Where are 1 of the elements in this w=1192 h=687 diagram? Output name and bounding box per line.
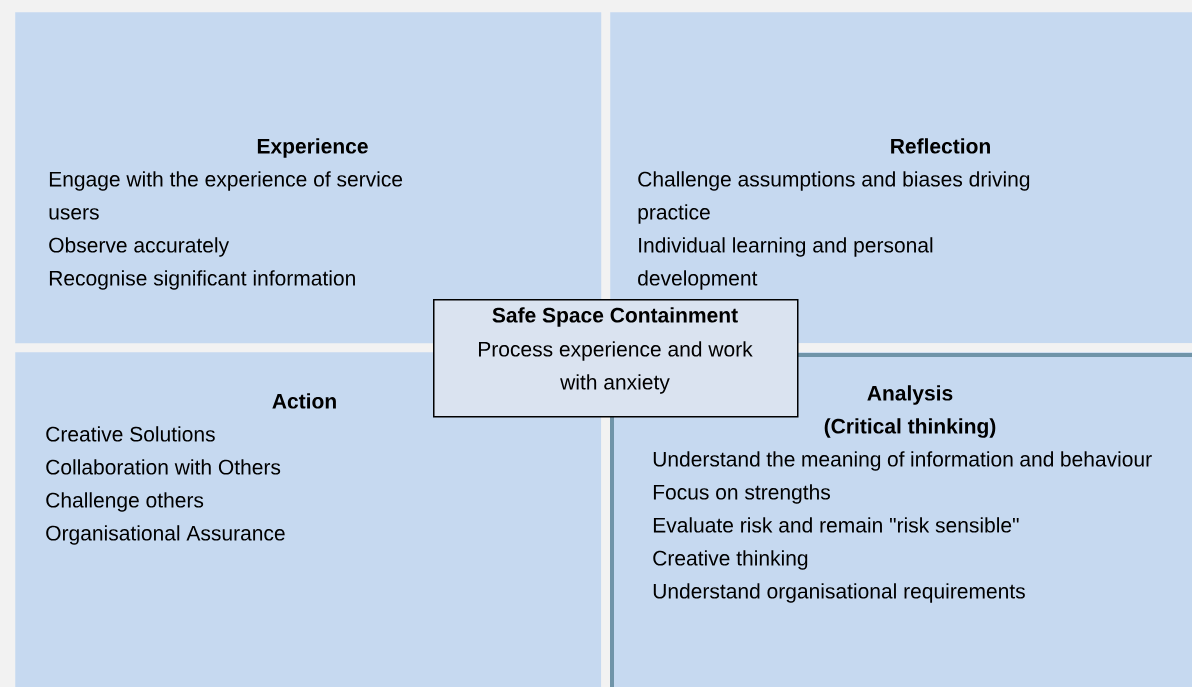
center-box: Safe Space Containment Process experience and work with anxiety bbox=[433, 299, 799, 418]
